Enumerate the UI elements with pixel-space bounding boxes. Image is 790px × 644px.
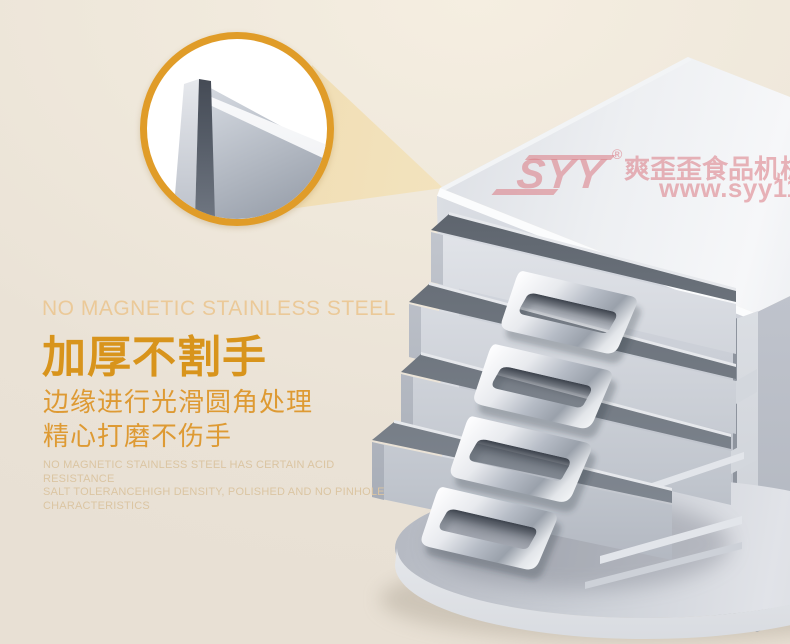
watermark-company-name: 爽歪歪食品机械 xyxy=(624,154,790,184)
feature-description-line2: SALT TOLERANCEHIGH DENSITY, POLISHED AND… xyxy=(43,486,385,498)
feature-subtitle: 边缘进行光滑圆角处理 精心打磨不伤手 xyxy=(43,385,313,453)
feature-subtitle-line2: 精心打磨不伤手 xyxy=(43,421,233,451)
feature-subtitle-line1: 边缘进行光滑圆角处理 xyxy=(43,387,314,417)
watermark-website: www.syy11 xyxy=(659,173,790,203)
feature-tagline: NO MAGNETIC STAINLESS STEEL xyxy=(42,297,396,320)
magnifier-circle xyxy=(140,32,334,226)
feature-description-line1: NO MAGNETIC STAINLESS STEEL HAS CERTAIN … xyxy=(43,459,335,485)
magnified-front-face xyxy=(205,85,327,219)
feature-description-line3: CHARACTERISTICS xyxy=(43,499,150,512)
feature-description: NO MAGNETIC STAINLESS STEEL HAS CERTAIN … xyxy=(43,459,388,513)
watermark-brand: SYY xyxy=(514,150,607,197)
feature-title: 加厚不割手 xyxy=(42,333,267,382)
magnified-corner-seam xyxy=(195,79,215,219)
watermark-registered-icon: ® xyxy=(612,146,623,162)
